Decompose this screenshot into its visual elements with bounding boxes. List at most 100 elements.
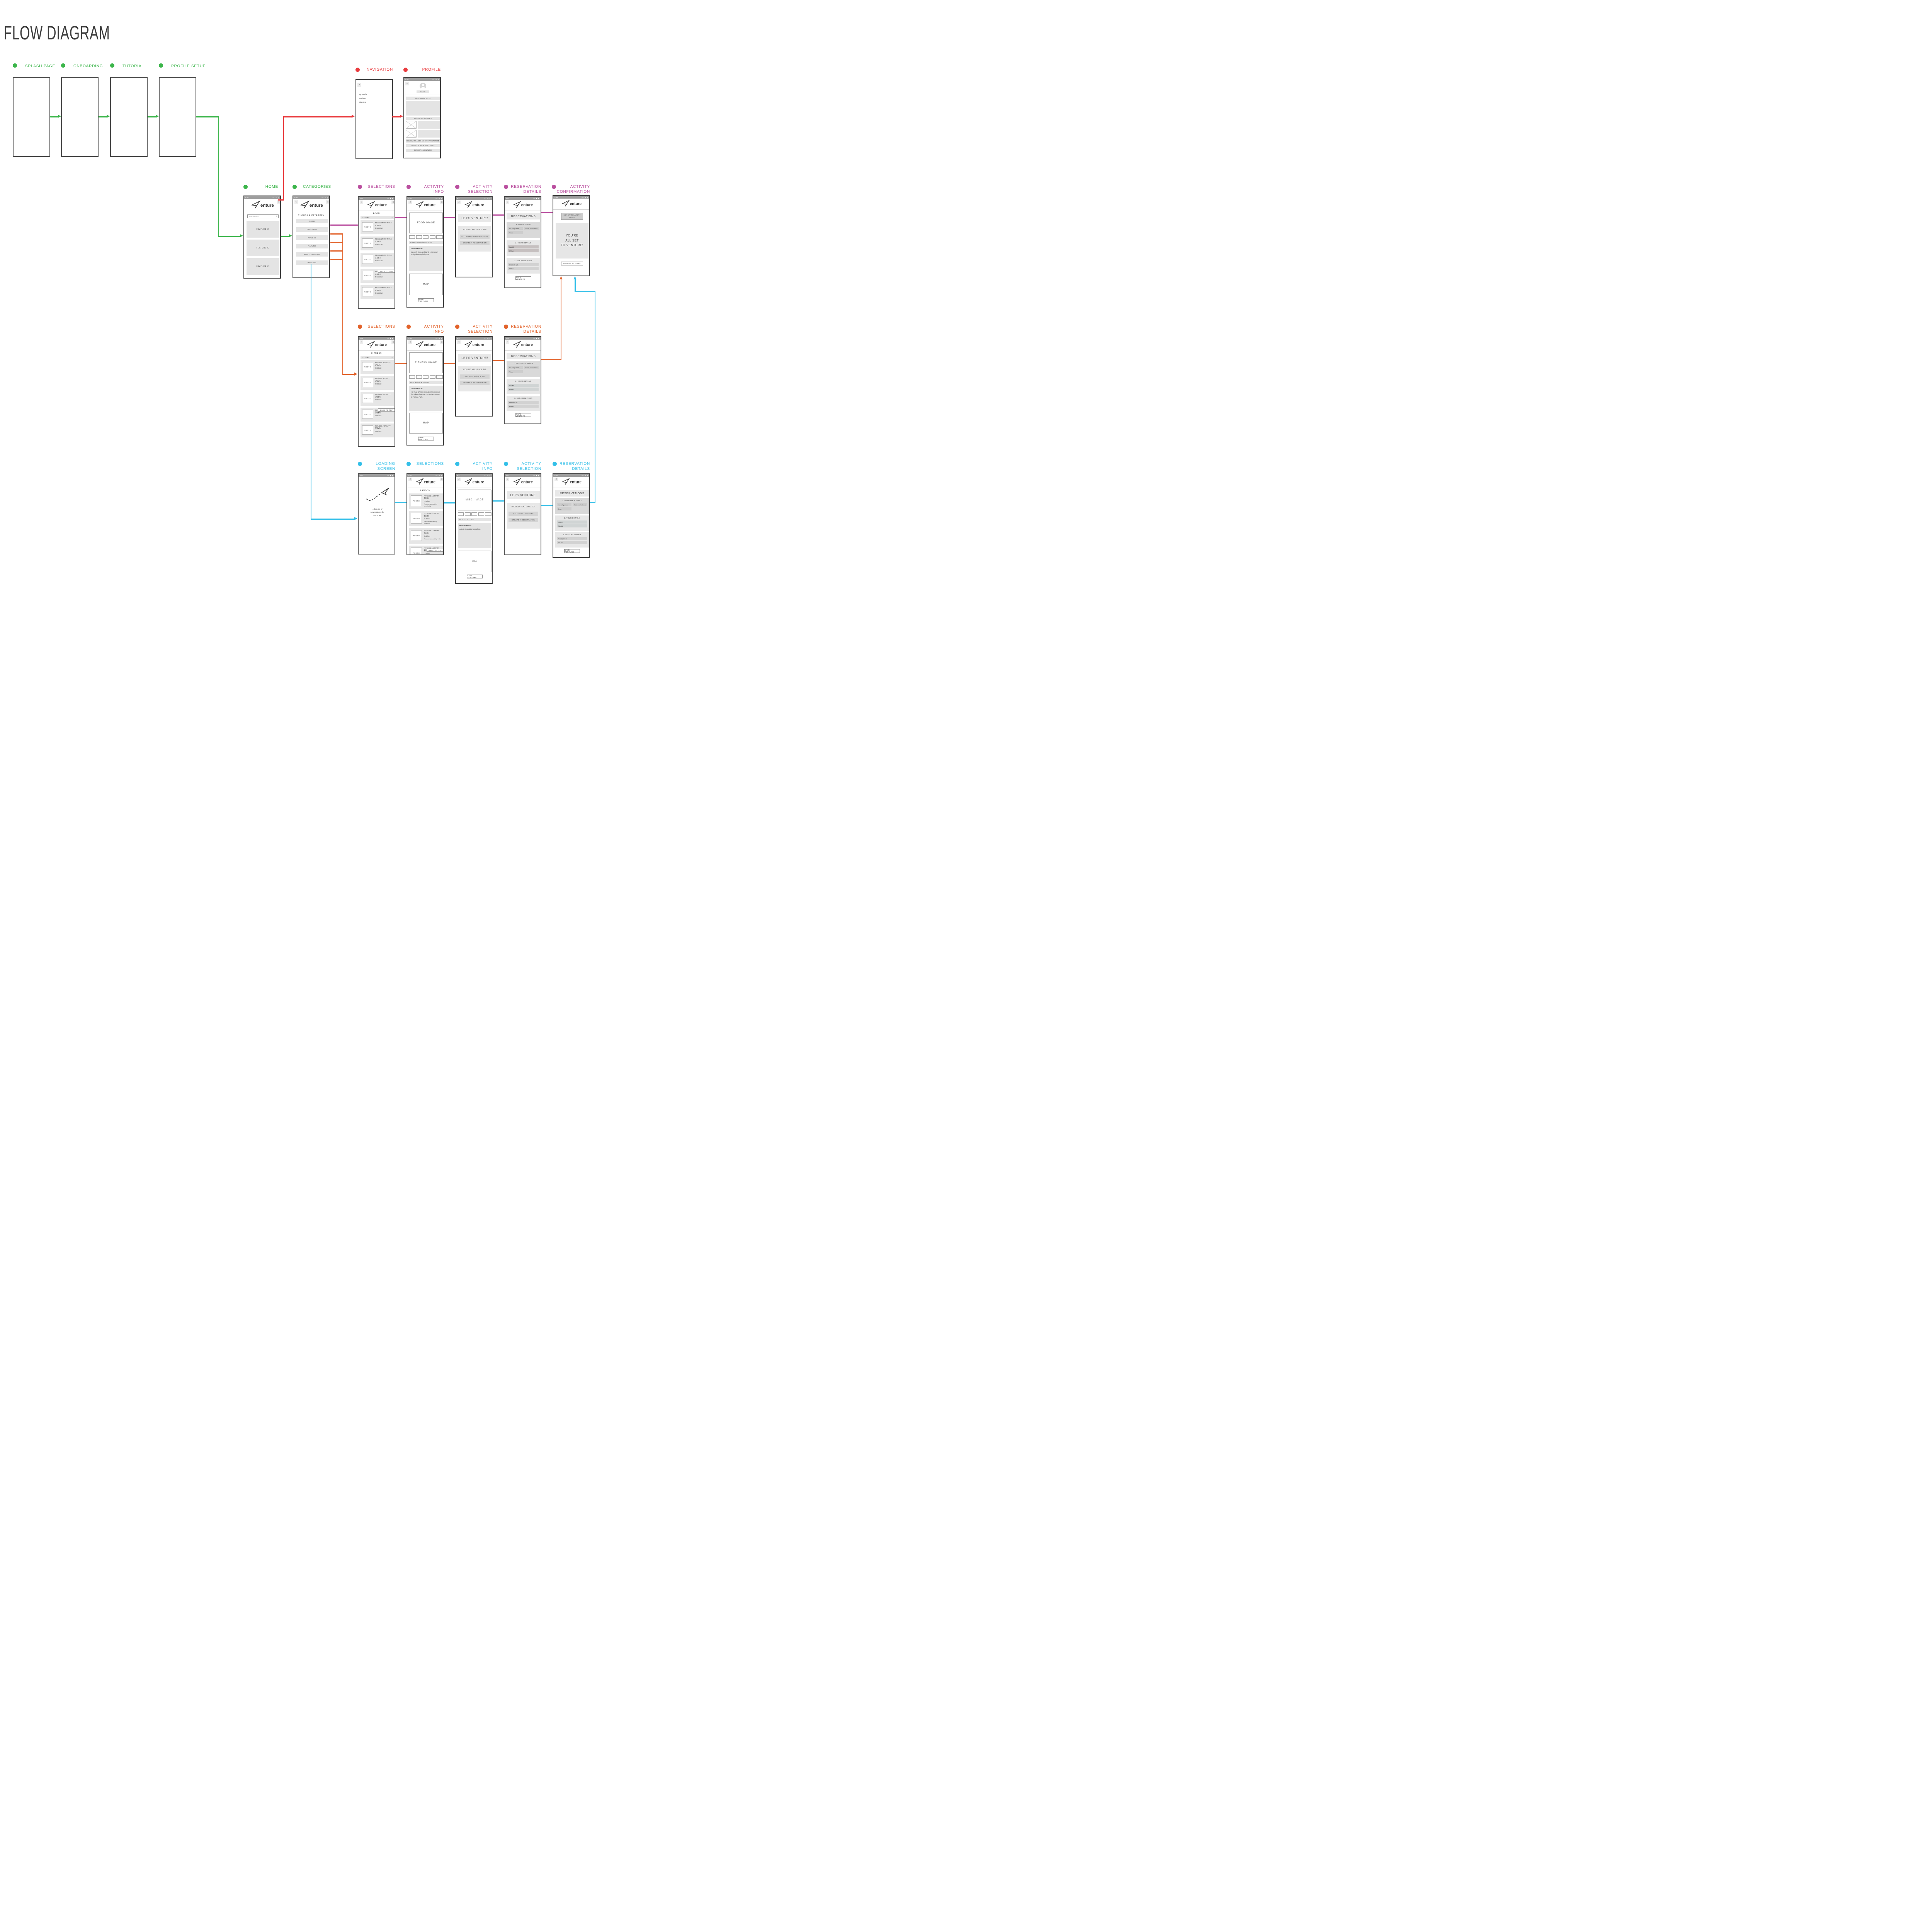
phone-field[interactable]: PHONE NO. (508, 401, 539, 404)
thumbnail[interactable] (436, 235, 443, 239)
list-item[interactable]: PHOTO FITNESS ACTIVITY TITLE 4.8/5.0 Out… (361, 392, 394, 406)
save-venture-button[interactable]: SAVE VENTURE (418, 298, 434, 302)
map-box[interactable]: MAP (409, 274, 443, 295)
email-field[interactable]: EMAIL (557, 541, 587, 544)
back-icon[interactable]: < (408, 201, 412, 204)
category-nature-button[interactable]: NATURE (296, 243, 328, 248)
thumbnail[interactable] (416, 375, 422, 379)
hamburger-menu-icon[interactable]: ≡ (391, 201, 395, 204)
call-venue-button[interactable]: CALL HOT YOGA & TEA (460, 374, 490, 379)
thumbnail[interactable] (429, 235, 435, 239)
guests-field[interactable]: No. of guests (557, 503, 571, 506)
list-item[interactable]: PHOTO RESTAURANT TITLE 4.8/5.0 Moroccan (361, 253, 394, 267)
save-venture-button[interactable]: SAVE VENTURE (515, 276, 531, 280)
email-field[interactable]: EMAIL (508, 405, 539, 408)
nav-menu-my-profile[interactable]: My Profile (359, 94, 367, 96)
guests-field[interactable]: No. of guests (508, 227, 523, 230)
list-item[interactable]: PHOTO FITNESS ACTIVITY TITLE 4.8/5.0 Out… (361, 423, 394, 437)
thumbnail[interactable] (409, 235, 415, 239)
back-icon[interactable]: < (457, 201, 461, 204)
guests-field[interactable]: No. of guests (508, 366, 523, 369)
hamburger-menu-icon[interactable]: ≡ (391, 340, 395, 344)
email-field[interactable]: EMAIL (508, 388, 539, 391)
back-icon[interactable]: < (408, 340, 412, 344)
search-input[interactable]: enter location ⌕ (247, 214, 279, 218)
back-icon[interactable]: < (360, 340, 363, 344)
list-item[interactable]: PHOTO RESTAURANT TITLE 4.8/5.0 Moroccan (361, 285, 394, 299)
save-venture-button[interactable]: SAVE VENTURE (564, 549, 580, 553)
thumbnail[interactable] (429, 375, 435, 379)
thumbnail[interactable] (485, 512, 492, 516)
list-item[interactable]: PHOTO FITNESS ACTIVITY TITLE 4.8/5.0 Out… (361, 376, 394, 390)
back-to-top-button[interactable]: BACK TO TOP (378, 408, 395, 412)
back-icon[interactable]: < (554, 478, 558, 481)
time-field[interactable]: Time (508, 231, 523, 234)
list-item[interactable]: PHOTO FITNESS ACTIVITY TITLE 4.8/5.0 Out… (409, 528, 443, 544)
feature-2-box[interactable]: FEATURE #2 (247, 240, 279, 256)
list-item[interactable]: PHOTO RESTAURANT TITLE 4.8/5.0 Moroccan (361, 236, 394, 250)
category-random-button[interactable]: RANDOM (296, 260, 328, 265)
name-field[interactable]: NAME (508, 245, 539, 248)
back-icon[interactable]: < (457, 340, 461, 344)
date-field[interactable]: Date: xx/xx/xxxx (573, 503, 587, 506)
vote-button[interactable]: VOTE ON NEW VENTURES (406, 144, 440, 147)
back-icon[interactable]: < (457, 478, 461, 481)
hamburger-menu-icon[interactable]: ≡ (440, 478, 443, 481)
feature-3-box[interactable]: FEATURE #3 (247, 258, 279, 275)
category-food-button[interactable]: FOOD (296, 219, 328, 223)
list-item[interactable]: PHOTO RESTAURANT TITLE 4.8/5.0 Moroccan (361, 220, 394, 234)
call-venue-button[interactable]: CALL MISC. ACTIVITY (509, 512, 538, 516)
close-icon[interactable]: × (405, 82, 409, 85)
saved-venture-box[interactable] (418, 121, 440, 129)
phone-field[interactable]: PHONE NO. (508, 263, 539, 266)
thumbnail[interactable] (409, 375, 415, 379)
date-field[interactable]: Date: xx/xx/xxxx (524, 366, 539, 369)
category-fitness-button[interactable]: FITNESS (296, 235, 328, 240)
hamburger-menu-icon[interactable]: ≡ (440, 201, 443, 204)
saved-venture-box[interactable] (418, 130, 440, 138)
time-field[interactable]: Time (508, 370, 523, 373)
date-field[interactable]: Date: xx/xx/xxxx (524, 227, 539, 230)
back-to-top-button[interactable]: BACK TO TOP (378, 270, 395, 273)
name-field[interactable]: NAME (557, 520, 587, 524)
thumbnail[interactable] (478, 512, 484, 516)
hamburger-menu-icon[interactable]: ≡ (277, 200, 280, 204)
filters-bar[interactable]: FILTERS ▼ (361, 216, 394, 219)
review-button[interactable]: REVIEW PLACES YOU'VE VENTURED (406, 139, 440, 143)
hamburger-menu-icon[interactable]: ≡ (326, 200, 329, 204)
list-item[interactable]: PHOTO FITNESS ACTIVITY TITLE 4.8/5.0 Out… (409, 511, 443, 526)
nav-menu-settings[interactable]: Settings (359, 98, 366, 100)
create-reservation-button[interactable]: CREATE A RESERVATION (460, 381, 490, 385)
filters-bar[interactable]: FILTERS ▼ (361, 356, 394, 359)
list-item[interactable]: PHOTO FITNESS ACTIVITY TITLE 4.8/5.0 Out… (361, 360, 394, 374)
back-icon[interactable]: < (506, 478, 509, 481)
back-icon[interactable]: < (360, 201, 363, 204)
list-item[interactable]: PHOTO FITNESS ACTIVITY TITLE 4.8/5.0 Out… (409, 546, 443, 554)
email-field[interactable]: EMAIL (508, 249, 539, 252)
email-field[interactable]: EMAIL (557, 524, 587, 527)
time-field[interactable]: Time (557, 507, 571, 510)
save-venture-button[interactable]: SAVE VENTURE (515, 413, 531, 417)
map-box[interactable]: MAP (409, 413, 443, 434)
feature-1-box[interactable]: FEATURE #1 (247, 221, 279, 238)
thumbnail[interactable] (471, 512, 477, 516)
submit-button[interactable]: SUBMIT A VENTURE (406, 148, 440, 152)
create-reservation-button[interactable]: CREATE A RESERVATION (460, 241, 490, 245)
thumbnail[interactable] (423, 235, 429, 239)
list-item[interactable]: PHOTO FITNESS ACTIVITY TITLE 4.8/5.0 Out… (409, 493, 443, 509)
call-venue-button[interactable]: CALL BABOUSH OVEN & BAR (460, 235, 490, 239)
back-icon[interactable]: < (294, 200, 298, 204)
email-field[interactable]: EMAIL (508, 267, 539, 270)
return-home-button[interactable]: RETURN TO HOME (561, 262, 583, 265)
category-cultural-button[interactable]: CULTURAL (296, 227, 328, 232)
back-icon[interactable]: < (506, 340, 509, 344)
thumbnail[interactable] (458, 512, 464, 516)
category-miscellaneous-button[interactable]: MISCELLANEOUS (296, 252, 328, 257)
hamburger-menu-icon[interactable]: ≡ (440, 340, 443, 344)
create-reservation-button[interactable]: CREATE A RESERVATION (509, 518, 538, 522)
nav-menu-sign-out[interactable]: Sign Out (359, 102, 366, 104)
save-venture-button[interactable]: SAVE VENTURE (418, 437, 434, 440)
phone-field[interactable]: PHONE NO. (557, 537, 587, 540)
save-venture-button[interactable]: SAVE VENTURE (467, 575, 483, 578)
thumbnail[interactable] (464, 512, 471, 516)
